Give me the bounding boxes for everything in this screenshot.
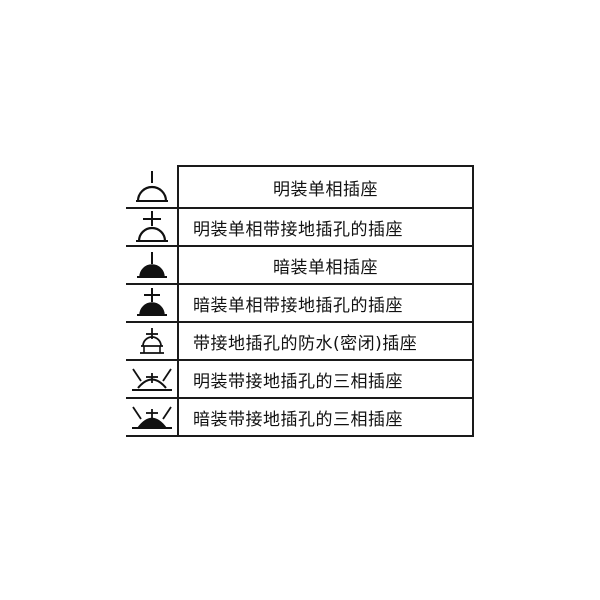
symbol-cell <box>126 207 179 246</box>
legend-label: 明装带接地插孔的三相插座 <box>178 359 474 398</box>
symbol-cell <box>126 245 179 284</box>
legend-label: 明装单相插座 <box>178 165 474 208</box>
surface-single-phase-grounded-socket-icon <box>135 211 168 242</box>
legend-label: 暗装单相带接地插孔的插座 <box>178 283 474 322</box>
surface-three-phase-grounded-socket-icon <box>131 368 172 391</box>
legend-label: 明装单相带接地插孔的插座 <box>178 207 474 246</box>
legend-row: 明装带接地插孔的三相插座 <box>126 359 474 398</box>
concealed-single-phase-socket-icon <box>136 252 167 278</box>
legend-label: 带接地插孔的防水(密闭)插座 <box>178 321 474 360</box>
symbol-cell <box>126 283 179 322</box>
socket-symbol-legend: 明装单相插座 明装单相带接地插孔的插座 暗装单相插座 <box>126 165 474 437</box>
concealed-single-phase-grounded-socket-icon <box>136 288 167 316</box>
symbol-cell <box>126 321 179 360</box>
legend-row: 暗装带接地插孔的三相插座 <box>126 397 474 437</box>
legend-label: 暗装带接地插孔的三相插座 <box>178 397 474 437</box>
legend-row: 带接地插孔的防水(密闭)插座 <box>126 321 474 360</box>
legend-row: 明装单相带接地插孔的插座 <box>126 207 474 246</box>
symbol-cell <box>126 166 179 208</box>
symbol-cell <box>126 397 179 437</box>
legend-row: 暗装单相插座 <box>126 245 474 284</box>
legend-row: 暗装单相带接地插孔的插座 <box>126 283 474 322</box>
symbol-cell <box>126 359 179 398</box>
legend-row: 明装单相插座 <box>126 165 474 208</box>
legend-label: 暗装单相插座 <box>178 245 474 284</box>
concealed-three-phase-grounded-socket-icon <box>131 406 172 429</box>
waterproof-sealed-grounded-socket-icon <box>139 328 164 354</box>
surface-single-phase-socket-icon <box>135 170 168 202</box>
